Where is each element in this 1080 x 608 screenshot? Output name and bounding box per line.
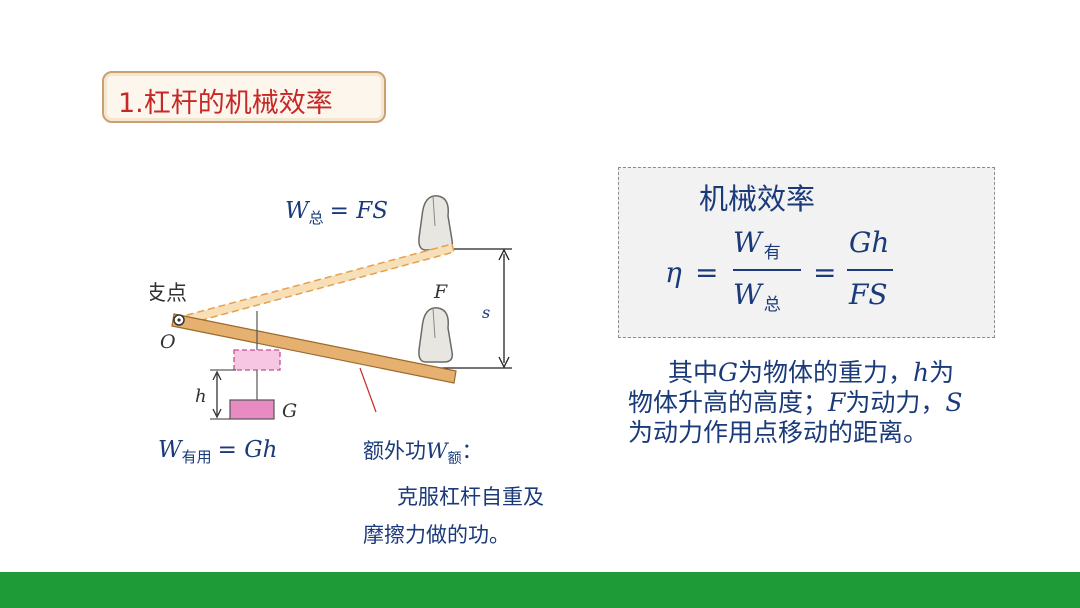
distance-label: s xyxy=(482,303,490,322)
height-label: h xyxy=(195,386,207,407)
equals-2: = xyxy=(813,256,836,289)
weight-block xyxy=(229,399,275,420)
lever-raised xyxy=(174,243,455,327)
hand-bottom-icon xyxy=(418,307,454,363)
bottom-bar xyxy=(0,572,1080,608)
point-o-label: O xyxy=(160,331,176,353)
extra-work-line1: 克服杠杆自重及 xyxy=(397,485,544,510)
fraction-2-denominator: FS xyxy=(848,278,888,311)
equals-1: = xyxy=(695,256,718,289)
useful-work-label: W有用= Gh xyxy=(158,437,277,466)
pointer-line xyxy=(359,367,377,413)
lever xyxy=(171,313,457,384)
section-title-box: 1.杠杆的机械效率 xyxy=(102,71,386,123)
weight-raised xyxy=(233,349,281,371)
eta-symbol: η xyxy=(665,256,682,289)
section-title: 1.杠杆的机械效率 xyxy=(118,88,333,119)
lever-diagram: W总= FS s 支点 O F G h W有用= Gh xyxy=(150,195,512,466)
total-work-label: W总= FS xyxy=(285,198,388,227)
variable-description: 其中G为物体的重力，h为物体升高的高度；F为动力，S为动力作用点移动的距离。 xyxy=(628,358,963,447)
formula-heading: 机械效率 xyxy=(699,182,816,216)
hand-top-icon xyxy=(418,195,454,251)
fulcrum-label: 支点 xyxy=(150,281,187,305)
weight-label: G xyxy=(282,400,297,422)
force-label: F xyxy=(433,281,448,303)
fraction-2-numerator: Gh xyxy=(849,226,889,259)
extra-work-line2: 摩擦力做的功。 xyxy=(363,523,510,548)
extra-work-note: 额外功W额： 克服杠杆自重及 摩擦力做的功。 xyxy=(363,432,593,554)
extra-work-title: 额外功W额： xyxy=(363,439,483,468)
